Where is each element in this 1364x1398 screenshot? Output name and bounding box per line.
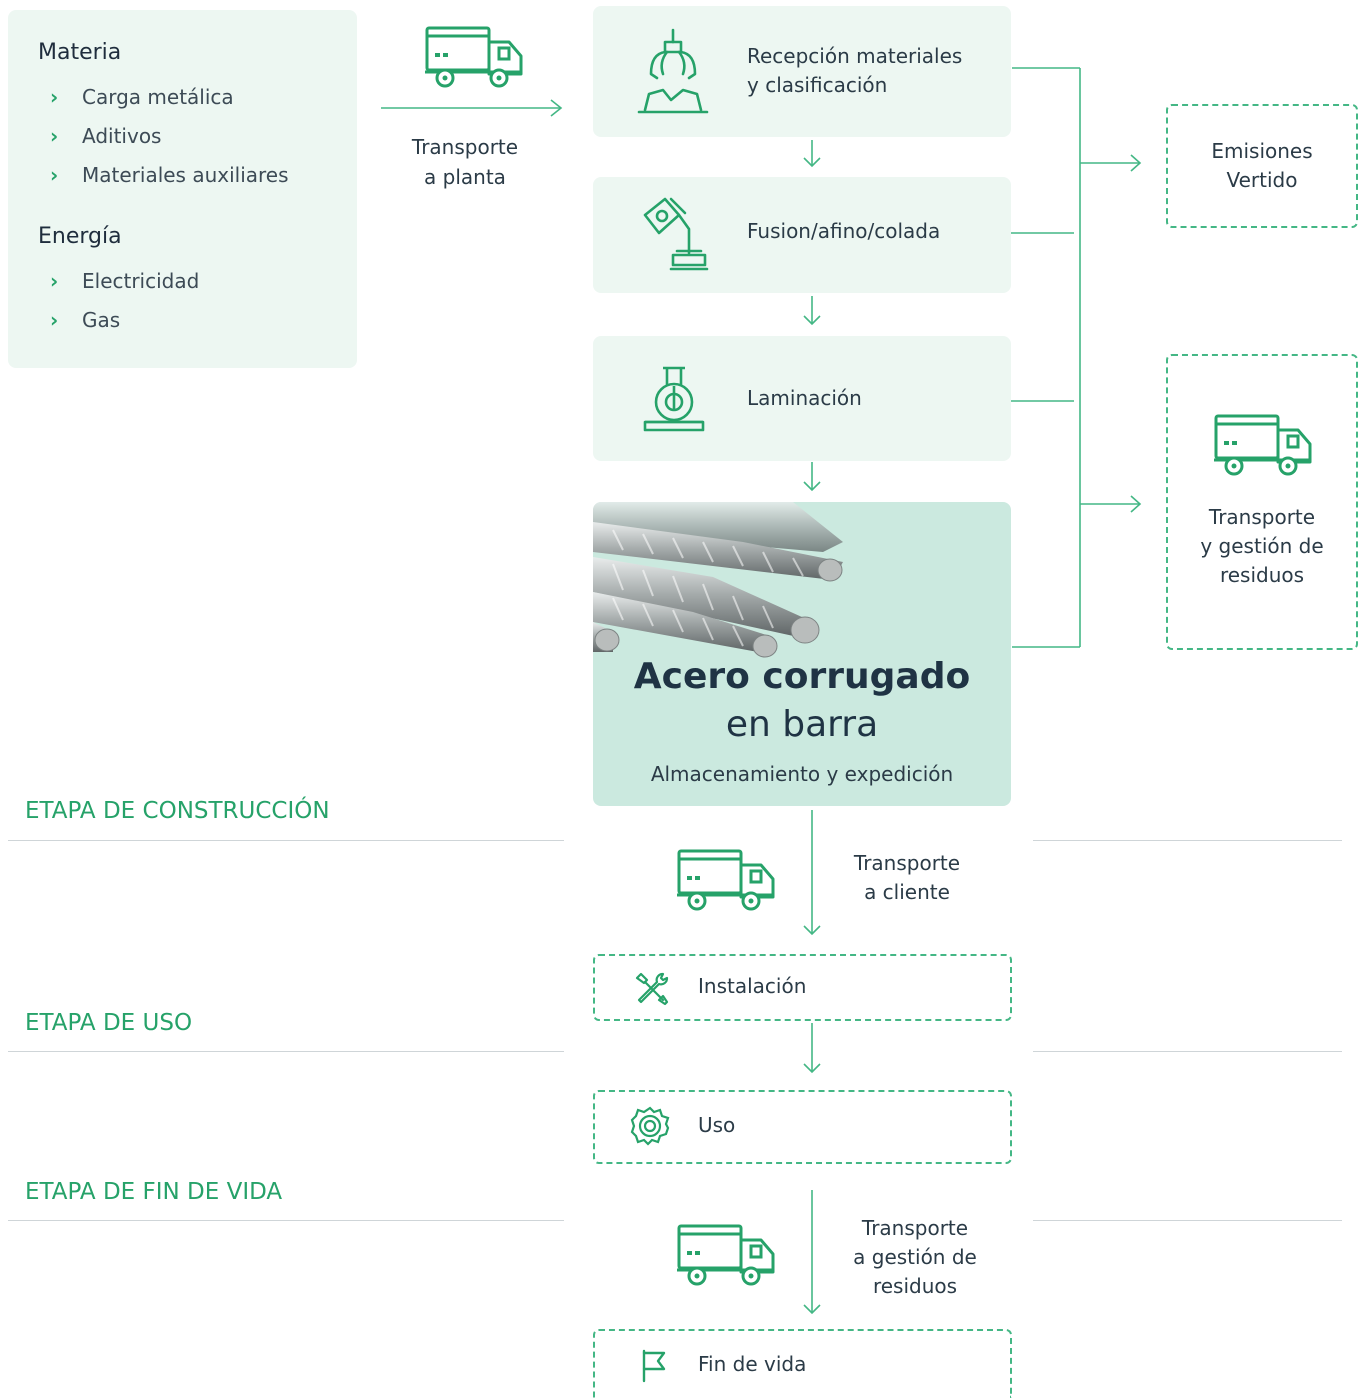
stage-divider bbox=[1033, 1051, 1342, 1052]
installation-label: Instalación bbox=[698, 974, 807, 998]
transport-client-label: Transporte a cliente bbox=[853, 851, 961, 904]
chevron-right-icon: › bbox=[50, 269, 59, 293]
product-title: Acero corrugado bbox=[633, 656, 971, 697]
product-card: Acero corrugado en barra Almacenamiento … bbox=[593, 502, 1011, 806]
process-reception-label: Recepción materiales y clasificación bbox=[747, 44, 963, 97]
end-of-life-label: Fin de vida bbox=[698, 1352, 807, 1376]
stage-end-of-life: ETAPA DE FIN DE VIDA bbox=[25, 1179, 283, 1205]
emissions-box bbox=[1166, 104, 1358, 228]
stage-divider bbox=[8, 1220, 564, 1221]
chevron-right-icon: › bbox=[50, 308, 59, 332]
process-rolling: Laminación bbox=[593, 336, 1011, 461]
truck-icon bbox=[677, 1224, 775, 1286]
chevron-right-icon: › bbox=[50, 124, 59, 148]
stage-divider bbox=[8, 1051, 564, 1052]
materia-list: ›Carga metálica ›Aditivos ›Materiales au… bbox=[38, 85, 289, 202]
inputs-card: Materia ›Carga metálica ›Aditivos ›Mater… bbox=[8, 10, 357, 368]
use-box bbox=[593, 1090, 1012, 1164]
transport-plant-label: Transporte a planta bbox=[411, 135, 519, 189]
chevron-right-icon: › bbox=[50, 85, 59, 109]
list-item: ›Materiales auxiliares bbox=[50, 163, 289, 187]
rolling-mill-icon bbox=[643, 366, 705, 432]
truck-icon bbox=[1214, 414, 1312, 476]
chevron-right-icon: › bbox=[50, 163, 59, 187]
rebar-image bbox=[593, 502, 843, 658]
installation-box bbox=[593, 954, 1012, 1021]
emissions-label: Emisiones Vertido bbox=[1211, 139, 1313, 192]
process-melting-label: Fusion/afino/colada bbox=[747, 219, 941, 243]
energia-list: ›Electricidad ›Gas bbox=[38, 269, 199, 347]
use-label: Uso bbox=[698, 1113, 736, 1137]
stage-construction: ETAPA DE CONSTRUCCIÓN bbox=[25, 798, 330, 824]
product-caption: Almacenamiento y expedición bbox=[650, 762, 954, 786]
list-item: ›Gas bbox=[50, 308, 121, 332]
process-reception: Recepción materiales y clasificación bbox=[593, 6, 1011, 137]
waste-label: Transporte y gestión de residuos bbox=[1200, 505, 1324, 587]
list-item: ›Electricidad bbox=[50, 269, 200, 293]
truck-icon bbox=[425, 26, 523, 88]
waste-box bbox=[1166, 354, 1358, 650]
flag-icon bbox=[642, 1349, 666, 1383]
list-item: ›Carga metálica bbox=[50, 85, 234, 109]
list-item: ›Aditivos bbox=[50, 124, 162, 148]
process-melting: Fusion/afino/colada bbox=[593, 177, 1011, 293]
truck-icon bbox=[677, 849, 775, 911]
energia-title: Energía bbox=[38, 224, 122, 249]
tools-icon bbox=[635, 972, 669, 1006]
stage-use: ETAPA DE USO bbox=[25, 1010, 193, 1036]
end-of-life-box bbox=[593, 1329, 1012, 1398]
transport-waste-label: Transporte a gestión de residuos bbox=[853, 1216, 977, 1298]
product-subtitle: en barra bbox=[725, 704, 879, 745]
stage-divider bbox=[1033, 1220, 1342, 1221]
process-rolling-label: Laminación bbox=[747, 386, 862, 410]
gear-icon bbox=[630, 1106, 670, 1146]
materia-title: Materia bbox=[38, 40, 122, 65]
grab-crane-icon bbox=[637, 28, 709, 114]
stage-divider bbox=[1033, 840, 1342, 841]
stage-divider bbox=[8, 840, 564, 841]
ladle-icon bbox=[643, 197, 709, 271]
